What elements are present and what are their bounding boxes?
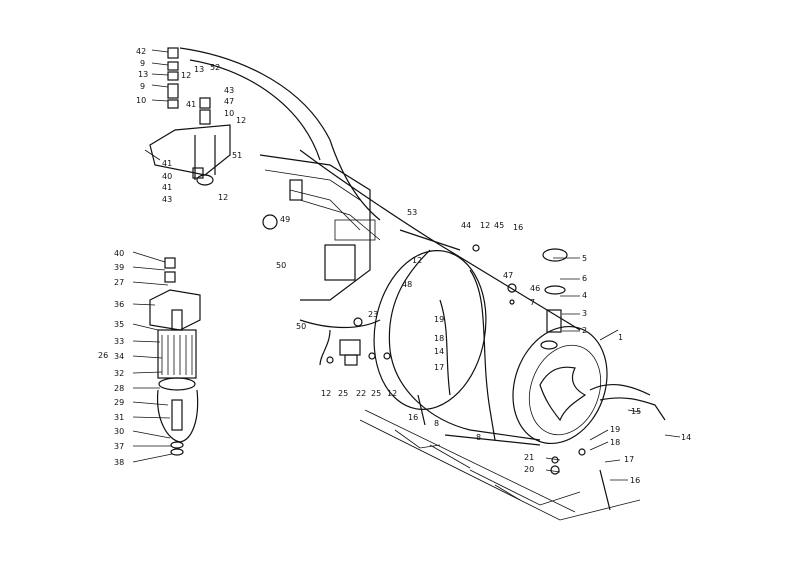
callout-23: 23 <box>368 310 378 319</box>
callout-44: 44 <box>461 221 471 230</box>
callout-51: 51 <box>232 151 242 160</box>
callout-17: 17 <box>624 455 634 464</box>
callout-12: 12 <box>181 71 191 80</box>
callout-12: 12 <box>480 221 490 230</box>
fuel-pipes <box>179 47 461 366</box>
callout-16: 16 <box>513 223 523 232</box>
callout-9: 9 <box>140 59 145 68</box>
callout-20: 20 <box>524 465 534 474</box>
callout-49: 49 <box>280 215 290 224</box>
callout-48: 48 <box>402 280 412 289</box>
callout-9: 9 <box>140 82 145 91</box>
fuel-filter-head <box>144 47 231 186</box>
callout-7: 7 <box>530 298 535 307</box>
fittings <box>326 244 611 511</box>
callout-18: 18 <box>610 438 620 447</box>
callout-19: 19 <box>434 315 444 324</box>
callout-25: 25 <box>338 389 348 398</box>
callout-43: 43 <box>162 195 172 204</box>
callout-3: 3 <box>582 309 587 318</box>
callout-13: 13 <box>194 65 204 74</box>
callout-12: 12 <box>387 389 397 398</box>
callout-47: 47 <box>503 271 513 280</box>
callout-13: 13 <box>138 70 148 79</box>
callout-6: 6 <box>582 274 587 283</box>
callout-46: 46 <box>530 284 540 293</box>
callout-4: 4 <box>582 291 587 300</box>
callout-5: 5 <box>582 254 587 263</box>
callout-labels: 42 9 13 13 52 9 12 10 43 41 47 10 12 51 … <box>98 47 691 485</box>
callout-42: 42 <box>136 47 146 56</box>
callout-53: 53 <box>407 208 417 217</box>
callout-50: 50 <box>296 322 306 331</box>
callout-22: 22 <box>356 389 366 398</box>
callout-19: 19 <box>610 425 620 434</box>
callout-52: 52 <box>210 63 220 72</box>
callout-21: 21 <box>524 453 534 462</box>
callout-40: 40 <box>162 172 172 181</box>
base-frame <box>359 409 641 521</box>
callout-12: 12 <box>236 116 246 125</box>
callout-41: 41 <box>186 100 196 109</box>
callout-26: 26 <box>98 351 108 360</box>
callout-30: 30 <box>114 427 124 436</box>
engine-block <box>259 154 381 301</box>
fuel-tank <box>373 244 666 446</box>
callout-27: 27 <box>114 278 124 287</box>
callout-41: 41 <box>162 159 172 168</box>
callout-38: 38 <box>114 458 124 467</box>
callout-31: 31 <box>114 413 124 422</box>
callout-47: 47 <box>224 97 234 106</box>
callout-25: 25 <box>371 389 381 398</box>
callout-35: 35 <box>114 320 124 329</box>
callout-1: 1 <box>618 333 623 342</box>
callout-14: 14 <box>681 433 691 442</box>
callout-18: 18 <box>434 334 444 343</box>
callout-16: 16 <box>408 413 418 422</box>
callout-32: 32 <box>114 369 124 378</box>
callout-16: 16 <box>630 476 640 485</box>
callout-8: 8 <box>434 419 439 428</box>
callout-28: 28 <box>114 384 124 393</box>
callout-12: 12 <box>218 193 228 202</box>
callout-43: 43 <box>224 86 234 95</box>
callout-10: 10 <box>224 109 234 118</box>
callout-29: 29 <box>114 398 124 407</box>
callout-17: 17 <box>434 363 444 372</box>
callout-41: 41 <box>162 183 172 192</box>
callout-36: 36 <box>114 300 124 309</box>
fuel-filter-assembly <box>149 257 201 456</box>
callout-12: 12 <box>321 389 331 398</box>
callout-37: 37 <box>114 442 124 451</box>
leader-lines <box>132 49 681 481</box>
callout-39: 39 <box>114 263 124 272</box>
callout-50: 50 <box>276 261 286 270</box>
callout-10: 10 <box>136 96 146 105</box>
callout-15: 15 <box>631 407 641 416</box>
callout-8: 8 <box>476 433 481 442</box>
callout-45: 45 <box>494 221 504 230</box>
callout-12: 12 <box>412 256 422 265</box>
callout-33: 33 <box>114 337 124 346</box>
callout-14: 14 <box>434 347 444 356</box>
callout-2: 2 <box>582 326 587 335</box>
callout-40: 40 <box>114 249 124 258</box>
callout-34: 34 <box>114 352 124 361</box>
